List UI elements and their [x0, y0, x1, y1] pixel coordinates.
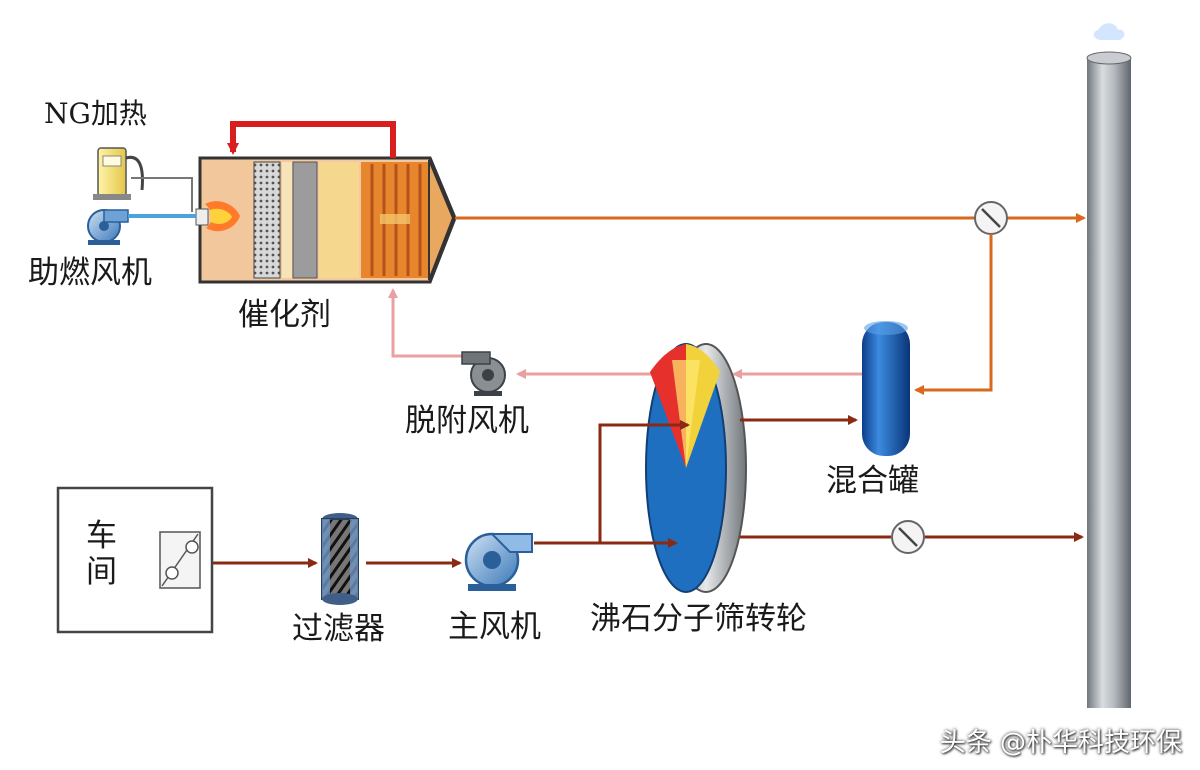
heat-recovery-line — [914, 234, 993, 395]
main-fan-label: 主风机 — [448, 609, 541, 645]
recirculation-line — [227, 121, 396, 158]
catalyst-label: 催化剂 — [238, 297, 331, 333]
watermark: 头条 @朴华科技环保 — [939, 728, 1182, 758]
desorption-line-fan-reactor — [388, 288, 462, 358]
filter-icon — [321, 513, 359, 605]
burner-flame — [195, 201, 240, 232]
combustion-fan-label: 助燃风机 — [28, 255, 152, 291]
ng-heating-label: NG加热 — [44, 97, 147, 130]
mixing-tank-label: 混合罐 — [826, 463, 919, 499]
desorption-fan-label: 脱附风机 — [405, 403, 529, 439]
catalytic-reactor — [198, 156, 457, 284]
zeolite-rotor — [645, 343, 747, 593]
exhaust-valve[interactable] — [974, 201, 1008, 235]
filter-label: 过滤器 — [292, 611, 385, 647]
gas-pump-icon — [93, 147, 144, 200]
mixing-tank — [862, 321, 910, 456]
clean-air-valve[interactable] — [891, 520, 925, 554]
fuel-line — [131, 177, 193, 212]
zeolite-rotor-label: 沸石分子筛转轮 — [590, 601, 807, 637]
desorption-fan-icon — [461, 351, 506, 396]
chimney — [1086, 23, 1132, 708]
workshop-label: 车间 — [86, 518, 117, 590]
main-fan-icon — [464, 532, 533, 591]
workshop-box — [56, 486, 214, 634]
combustion-fan-icon — [87, 209, 129, 245]
cooling-branch-line — [598, 420, 690, 543]
